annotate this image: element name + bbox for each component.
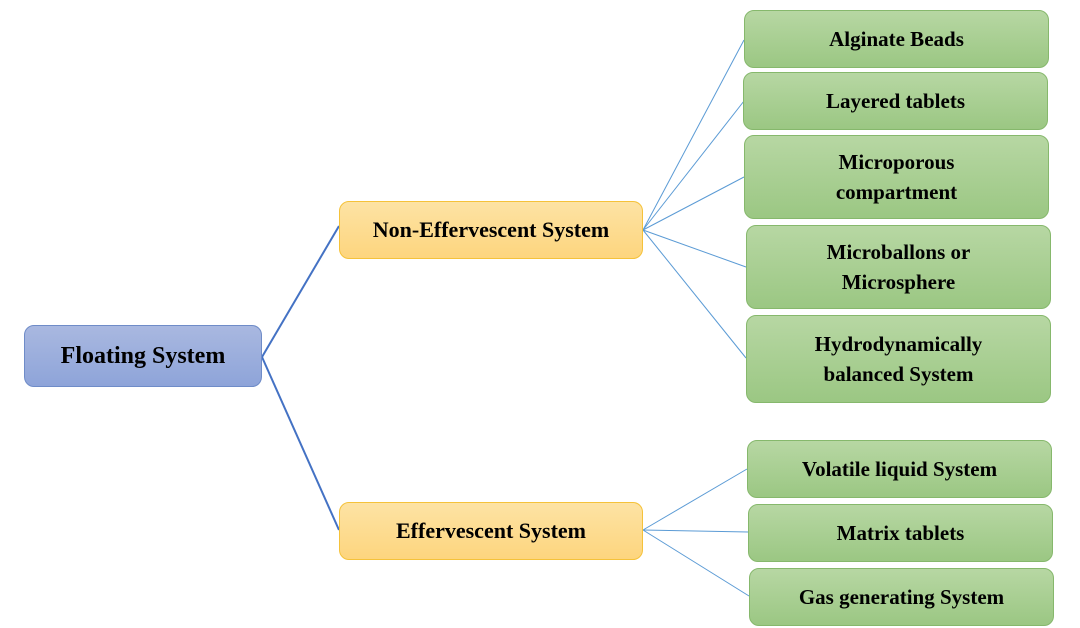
leaf-label: Alginate Beads bbox=[829, 27, 964, 51]
link-nonef-hydrodynamic bbox=[642, 229, 747, 359]
link-nonef-alginate bbox=[642, 39, 745, 231]
link-root-to-effervescent bbox=[261, 356, 340, 531]
leaf-label: Hydrodynamically balanced System bbox=[814, 332, 983, 386]
link-nonef-layered bbox=[642, 100, 745, 231]
leaf-label: Gas generating System bbox=[798, 585, 1005, 609]
leaf-label: Matrix tablets bbox=[836, 521, 965, 545]
branch-node-effervescent: Effervescent System bbox=[339, 502, 643, 560]
leaf-node-gas-generating: Gas generating System bbox=[749, 568, 1054, 626]
leaf-node-alginate-beads: Alginate Beads bbox=[744, 10, 1049, 68]
link-nonef-microballons bbox=[642, 229, 747, 268]
leaf-label: Layered tablets bbox=[825, 89, 965, 113]
leaf-node-hydrodynamically-balanced: Hydrodynamically balanced System bbox=[746, 315, 1051, 403]
root-label: Floating System bbox=[60, 343, 226, 369]
link-ef-matrix bbox=[642, 529, 749, 533]
link-root-to-non-effervescent bbox=[261, 225, 340, 358]
link-nonef-microporous bbox=[642, 176, 745, 231]
link-ef-gas bbox=[642, 529, 750, 597]
leaf-node-volatile-liquid: Volatile liquid System bbox=[747, 440, 1052, 498]
root-node-floating-system: Floating System bbox=[24, 325, 262, 387]
link-ef-volatile bbox=[642, 468, 748, 531]
leaf-label: Microporous compartment bbox=[835, 150, 958, 204]
branch-node-non-effervescent: Non-Effervescent System bbox=[339, 201, 643, 259]
leaf-label: Volatile liquid System bbox=[801, 457, 998, 481]
leaf-label: Microballons or Microsphere bbox=[826, 240, 971, 294]
leaf-node-microballons: Microballons or Microsphere bbox=[746, 225, 1051, 309]
leaf-node-microporous-compartment: Microporous compartment bbox=[744, 135, 1049, 219]
leaf-node-layered-tablets: Layered tablets bbox=[743, 72, 1048, 130]
branch-label: Non-Effervescent System bbox=[372, 217, 610, 242]
branch-label: Effervescent System bbox=[396, 518, 586, 543]
leaf-node-matrix-tablets: Matrix tablets bbox=[748, 504, 1053, 562]
